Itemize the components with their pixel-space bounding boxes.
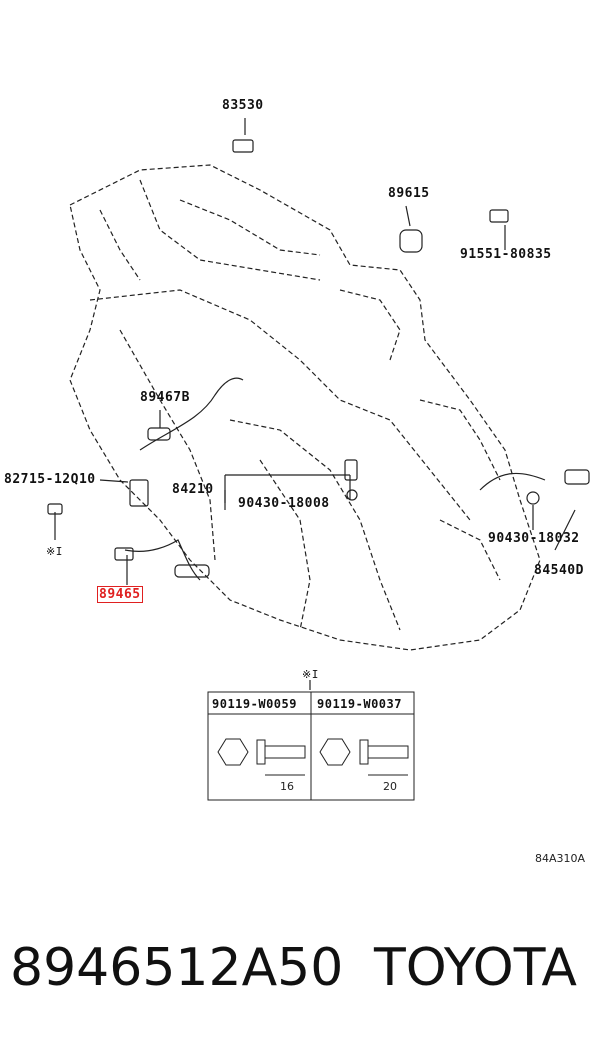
note-marker: ※I (46, 545, 63, 558)
brand-name: TOYOTA (374, 938, 577, 998)
parts-diagram: 83530 89615 91551-80835 89467B 82715-12Q… (4, 98, 590, 865)
part-label-84210[interactable]: 84210 (172, 482, 214, 497)
reference-code: 84A310A (535, 852, 586, 865)
part-label-90430-18032[interactable]: 90430-18032 (488, 531, 580, 546)
part-label-89615[interactable]: 89615 (388, 186, 430, 201)
part-label-82715-12q10[interactable]: 82715-12Q10 (4, 472, 96, 487)
bolt-length-1: 16 (280, 780, 294, 793)
part-label-84540d[interactable]: 84540D (534, 563, 584, 578)
bolt-table-col2[interactable]: 90119-W0037 (317, 697, 402, 711)
engine-drawing (47, 118, 590, 801)
bolt-length-2: 20 (383, 780, 397, 793)
bolt-table-col1[interactable]: 90119-W0059 (212, 697, 297, 711)
caption-bar: 8946512A50 TOYOTA (0, 930, 600, 1020)
part-label-83530[interactable]: 83530 (222, 98, 264, 113)
part-number: 8946512A50 (10, 938, 344, 998)
part-label-89465-highlighted[interactable]: 89465 (97, 586, 143, 603)
bolt-table-marker: ※I (302, 668, 319, 681)
part-label-90430-18008[interactable]: 90430-18008 (238, 496, 330, 511)
part-label-89467b[interactable]: 89467B (140, 390, 190, 405)
part-label-91551-80835[interactable]: 91551-80835 (460, 247, 552, 262)
